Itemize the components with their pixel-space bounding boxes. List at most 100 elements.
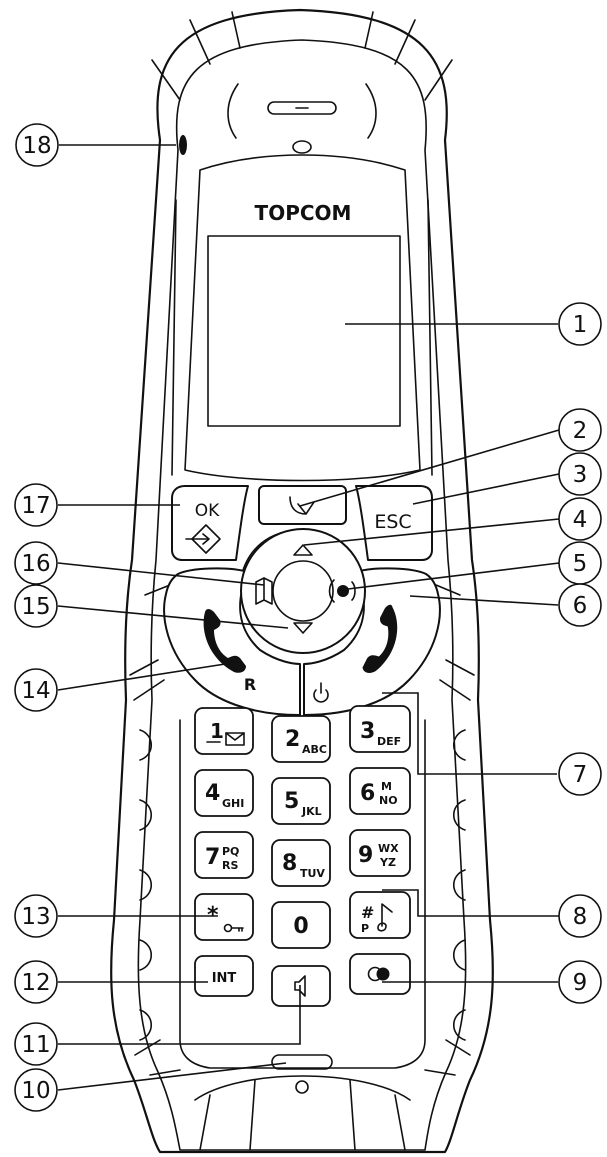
nav-down-button[interactable] xyxy=(293,622,313,634)
end-icon xyxy=(362,604,398,673)
callout-18: 18 xyxy=(15,123,59,167)
key-6-letters-top: M xyxy=(381,780,392,793)
callout-15: 15 xyxy=(14,584,58,628)
message-icon xyxy=(225,732,245,746)
display-bezel: TOPCOM xyxy=(171,154,433,482)
int-key[interactable] xyxy=(194,955,254,997)
svg-text:2: 2 xyxy=(573,418,588,444)
callouts: 1 2 3 4 5 6 7 8 9 10 11 12 13 14 15 16 1… xyxy=(14,123,602,1112)
svg-text:13: 13 xyxy=(21,904,50,930)
callout-7: 7 xyxy=(558,752,602,796)
key-4[interactable] xyxy=(194,769,254,817)
esc-key-label: ESC xyxy=(374,511,411,533)
key-star[interactable] xyxy=(194,893,254,941)
phonebook-icon[interactable] xyxy=(255,577,273,605)
callout-4: 4 xyxy=(558,497,602,541)
keypad: 1 2 ABC 3 DEF 4 GHI 5 JKL 6 M NO 7 PQ RS… xyxy=(179,705,426,1069)
ok-key[interactable] xyxy=(171,485,249,561)
select-arrow-icon xyxy=(185,524,221,554)
mute-toggle-icon xyxy=(367,966,390,982)
key-8-letters: TUV xyxy=(300,867,325,880)
handset-body xyxy=(110,8,494,1154)
callout-1: 1 xyxy=(558,302,602,346)
display-screen xyxy=(207,235,401,427)
key-5[interactable] xyxy=(271,777,331,825)
callout-10: 10 xyxy=(14,1068,58,1112)
svg-text:3: 3 xyxy=(573,462,588,488)
ok-key-label: OK xyxy=(195,501,220,521)
brand-logo: TOPCOM xyxy=(255,201,352,225)
key-6-digit: 6 xyxy=(360,781,375,806)
svg-text:16: 16 xyxy=(21,551,50,577)
key-4-letters: GHI xyxy=(222,797,244,810)
speaker-icon xyxy=(294,975,306,997)
power-icon xyxy=(313,682,329,703)
speaker-key[interactable] xyxy=(271,965,331,1007)
key-4-digit: 4 xyxy=(205,781,220,806)
key-0[interactable] xyxy=(271,901,331,949)
key-9-digit: 9 xyxy=(358,843,373,868)
svg-text:11: 11 xyxy=(21,1032,50,1058)
esc-key[interactable] xyxy=(355,485,433,561)
svg-text:6: 6 xyxy=(573,593,588,619)
svg-text:10: 10 xyxy=(21,1078,50,1104)
key-5-digit: 5 xyxy=(284,789,299,814)
key-9[interactable] xyxy=(349,829,411,877)
svg-text:5: 5 xyxy=(573,551,588,577)
svg-text:17: 17 xyxy=(21,493,50,519)
key-6[interactable] xyxy=(349,767,411,815)
leader-lines xyxy=(57,144,560,1091)
callout-16: 16 xyxy=(14,541,58,585)
earpiece xyxy=(227,83,377,154)
key-hash-symbol: # xyxy=(361,903,374,922)
redial-icon xyxy=(289,496,315,515)
svg-text:14: 14 xyxy=(21,678,50,704)
callout-17: 17 xyxy=(14,483,58,527)
callout-12: 12 xyxy=(14,960,58,1004)
led-indicator xyxy=(179,135,187,155)
nav-center xyxy=(272,560,334,622)
svg-text:4: 4 xyxy=(573,507,588,533)
key-0-digit: 0 xyxy=(293,914,308,939)
callout-6: 6 xyxy=(558,583,602,627)
key-3[interactable] xyxy=(349,705,411,753)
svg-text:1: 1 xyxy=(573,312,588,338)
handsfree-icon[interactable] xyxy=(328,579,356,603)
key-2-letters: ABC xyxy=(302,743,327,756)
callout-11: 11 xyxy=(14,1022,58,1066)
key-3-letters: DEF xyxy=(377,735,401,748)
key-9-letters-bottom: YZ xyxy=(379,856,396,869)
key-lock-icon xyxy=(223,923,244,933)
key-hash-letter: P xyxy=(361,922,369,935)
svg-text:15: 15 xyxy=(21,594,50,620)
key-2-digit: 2 xyxy=(285,727,300,752)
key-1[interactable] xyxy=(194,707,254,755)
talk-icon xyxy=(203,609,246,673)
callout-5: 5 xyxy=(558,541,602,585)
callout-13: 13 xyxy=(14,894,58,938)
callout-3: 3 xyxy=(558,452,602,496)
callout-8: 8 xyxy=(558,894,602,938)
key-9-letters-top: WX xyxy=(378,842,399,855)
key-hash[interactable] xyxy=(349,891,411,939)
callout-14: 14 xyxy=(14,668,58,712)
key-3-digit: 3 xyxy=(360,719,375,744)
svg-text:7: 7 xyxy=(573,762,588,788)
nav-ring xyxy=(240,528,366,654)
key-5-letters: JKL xyxy=(301,805,322,818)
key-2[interactable] xyxy=(271,715,331,763)
svg-text:18: 18 xyxy=(22,133,51,159)
nav-up-button[interactable] xyxy=(293,544,313,556)
key-1-digit: 1 xyxy=(210,719,224,743)
key-7-letters-bottom: RS xyxy=(222,859,238,872)
ringer-note-icon xyxy=(377,903,393,932)
callout-9: 9 xyxy=(558,960,602,1004)
key-7[interactable] xyxy=(194,831,254,879)
svg-text:8: 8 xyxy=(573,904,588,930)
key-7-letters-top: PQ xyxy=(222,845,239,858)
svg-text:9: 9 xyxy=(573,970,588,996)
key-8[interactable] xyxy=(271,839,331,887)
navigation-area: OK ESC R xyxy=(163,485,441,716)
svg-text:12: 12 xyxy=(21,970,50,996)
